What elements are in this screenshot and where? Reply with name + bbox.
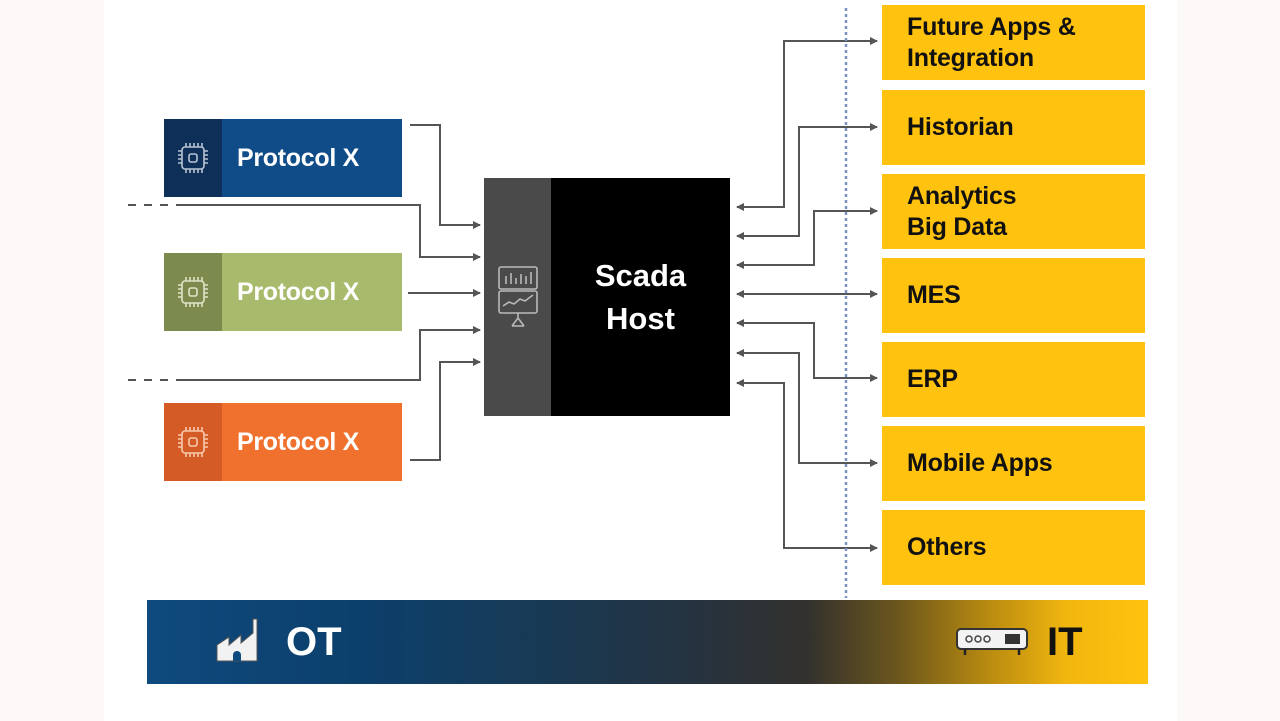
input-connector <box>410 358 481 461</box>
input-connector <box>410 124 481 229</box>
ot-label: OT <box>286 620 342 664</box>
protocol-label: Protocol X <box>222 119 402 197</box>
input-connector <box>178 326 481 381</box>
it-box-erp: ERP <box>882 342 1145 417</box>
host-line-1: Scada <box>594 258 687 293</box>
host-sidebar <box>484 178 551 416</box>
it-label-line1: Analytics <box>907 181 1017 210</box>
output-connector-mobile <box>736 349 878 467</box>
output-connector-erp <box>736 319 878 382</box>
host-line-2: Host <box>606 301 675 336</box>
protocol-label: Protocol X <box>222 403 402 481</box>
it-label: MES <box>907 281 961 309</box>
factory-icon <box>216 618 258 662</box>
monitor-chart-icon <box>497 266 538 327</box>
protocol-label: Protocol X <box>222 253 402 331</box>
chip-icon <box>164 253 222 331</box>
chip-icon <box>164 403 222 481</box>
it-box-mobile-apps: Mobile Apps <box>882 426 1145 501</box>
it-label: Others <box>907 533 987 561</box>
scada-host-box: Scada Host <box>484 178 730 416</box>
it-label: ERP <box>907 365 958 393</box>
it-box-mes: MES <box>882 258 1145 333</box>
it-label: Historian <box>907 113 1014 141</box>
it-label-line1: Future Apps & <box>907 12 1076 41</box>
chip-icon <box>164 119 222 197</box>
scada-host-label: Scada Host <box>551 178 730 416</box>
it-box-historian: Historian <box>882 90 1145 165</box>
protocol-box-1: Protocol X <box>164 119 402 197</box>
it-label: Mobile Apps <box>907 449 1053 477</box>
output-connector-future-apps <box>736 37 878 211</box>
server-icon <box>956 628 1028 655</box>
protocol-box-3: Protocol X <box>164 403 402 481</box>
input-connector <box>178 204 481 261</box>
it-box-others: Others <box>882 510 1145 585</box>
it-box-future-apps: Future Apps &Integration <box>882 5 1145 80</box>
it-label-line2: Big Data <box>907 212 1007 241</box>
it-label: IT <box>1047 620 1083 664</box>
it-label-line2: Integration <box>907 43 1034 72</box>
output-connector-analytics <box>736 207 878 269</box>
output-connector-historian <box>736 123 878 240</box>
protocol-box-2: Protocol X <box>164 253 402 331</box>
output-connector-others <box>736 379 878 552</box>
